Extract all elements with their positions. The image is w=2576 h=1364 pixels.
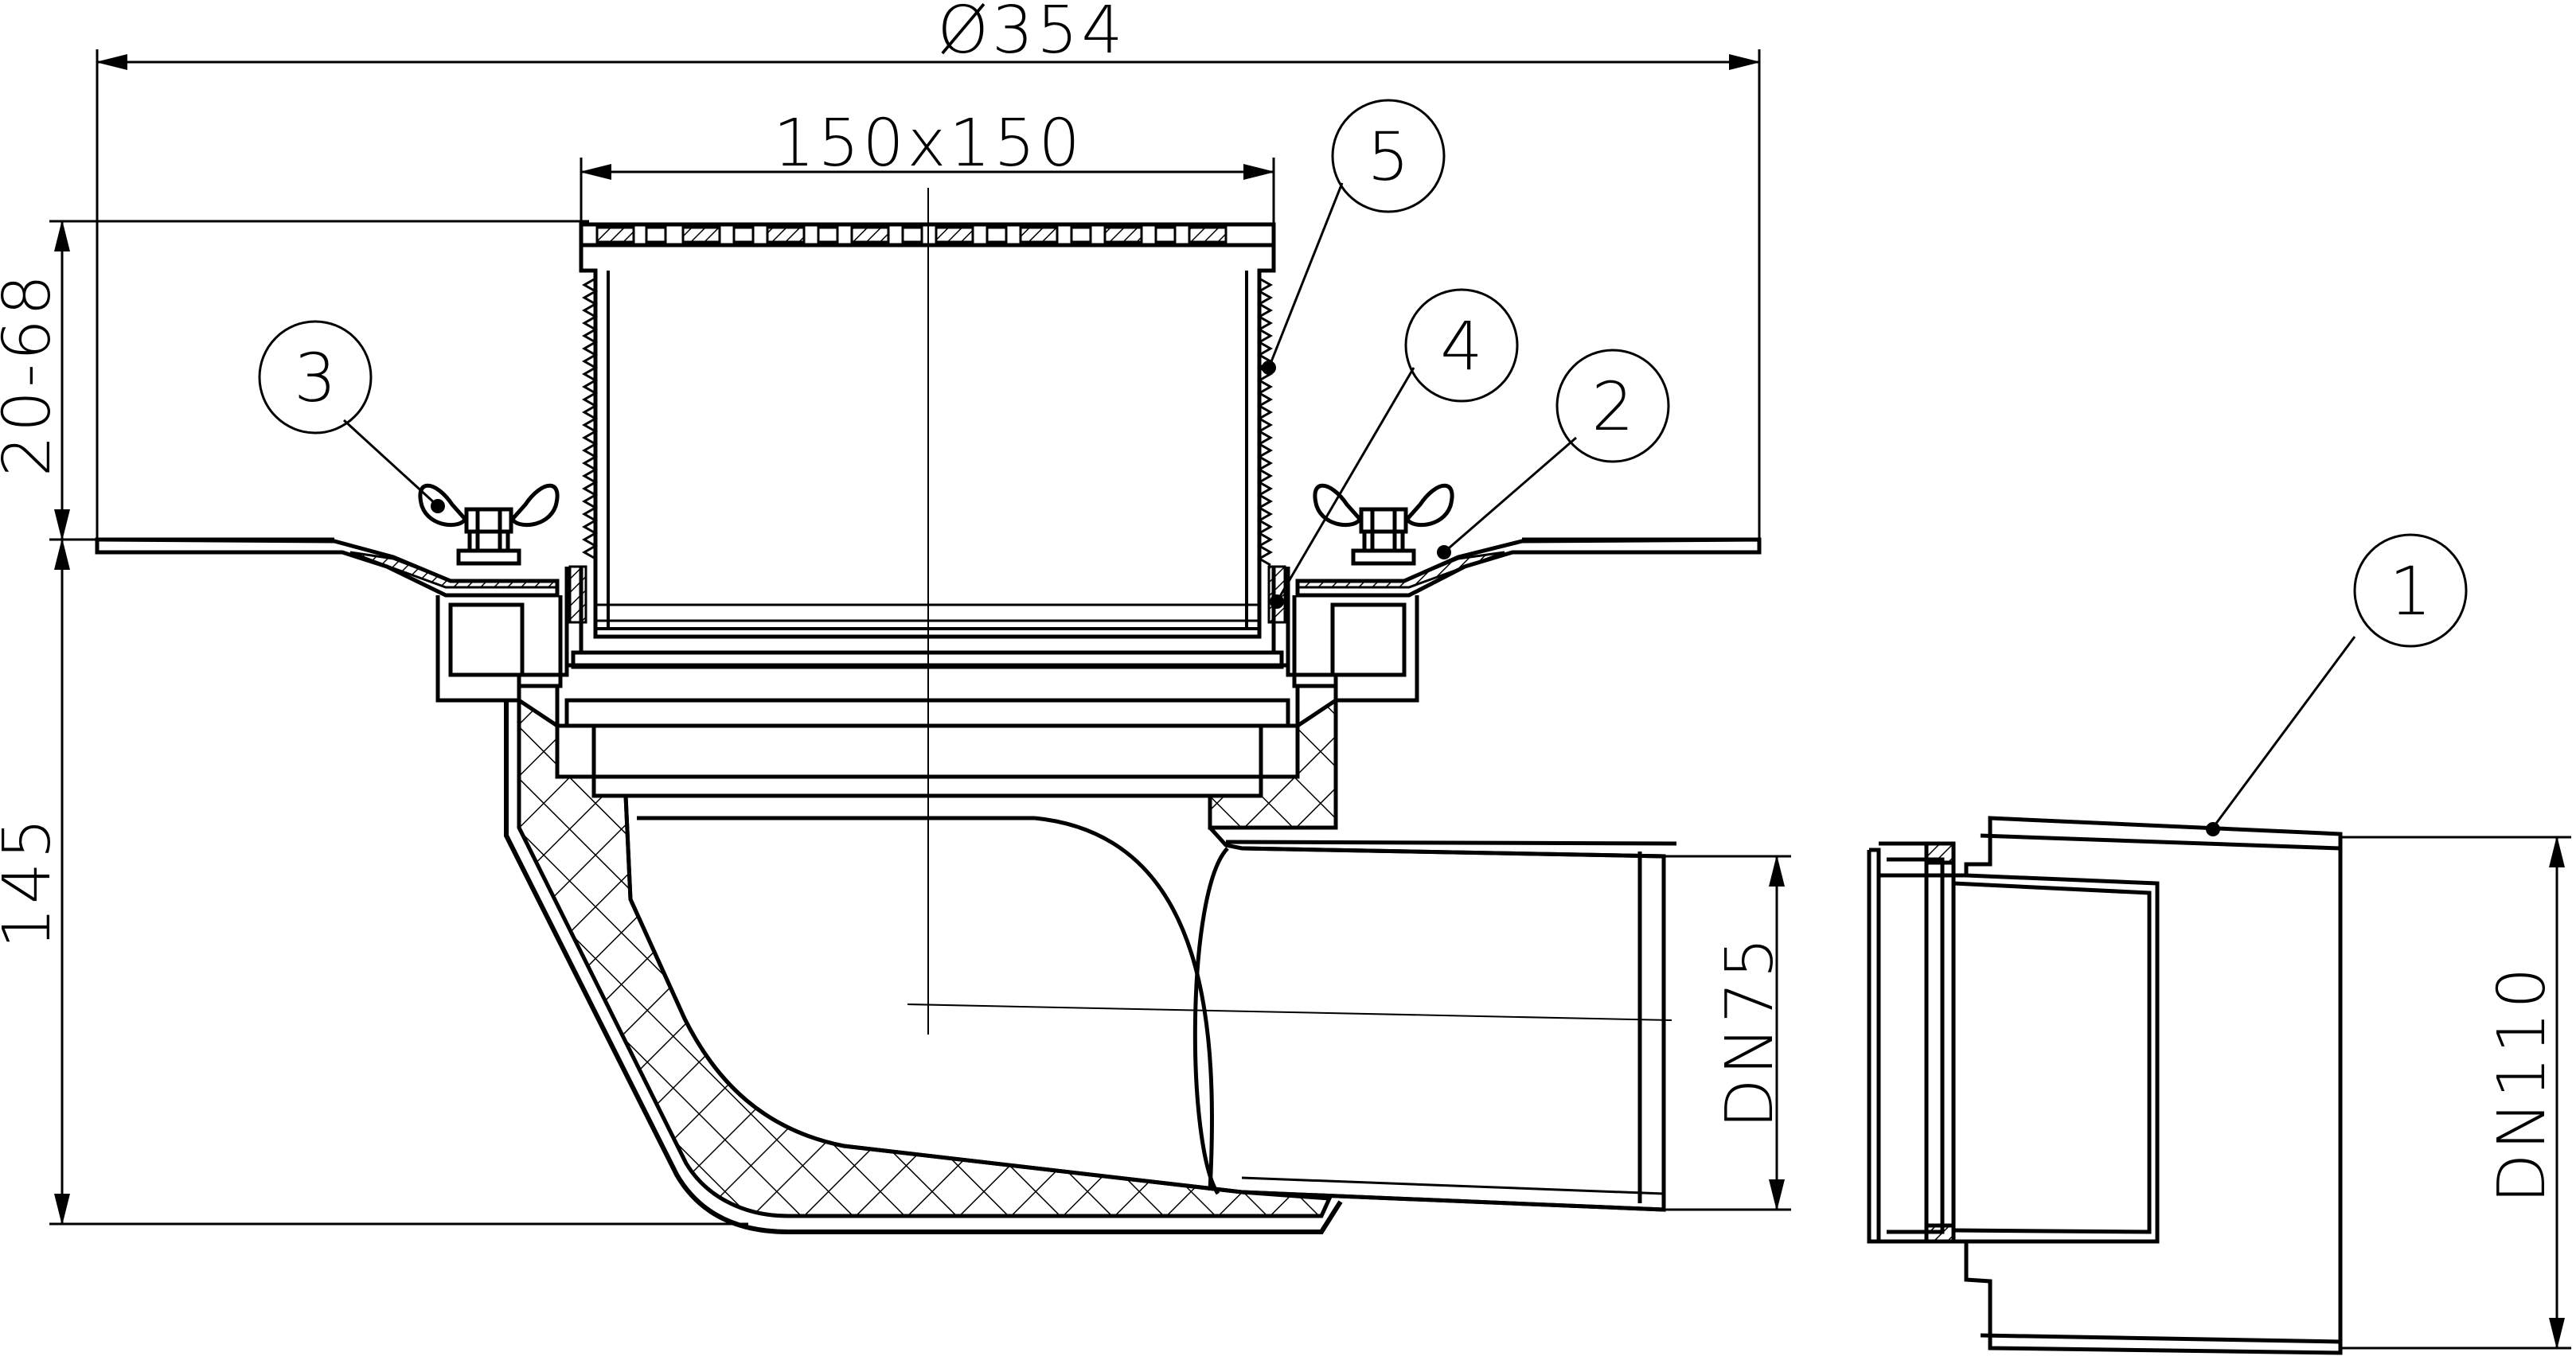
- drain-body: [504, 696, 1677, 1234]
- outlet-dn-label: DN75: [1712, 934, 1788, 1129]
- callout-label-1: 1: [2389, 552, 2431, 630]
- callout-label-4: 4: [1440, 307, 1482, 385]
- riser-thread-left: [581, 277, 599, 560]
- outlet-pipe-dn75: [1192, 840, 1677, 1212]
- callout-leaders: [342, 182, 2356, 828]
- callout-dots: [431, 360, 2220, 836]
- membrane-flange: [95, 537, 1762, 598]
- callout-circle-2: [1555, 349, 1670, 463]
- clamp-housing: [435, 595, 1419, 703]
- callout-circle-4: [1404, 288, 1519, 403]
- adapter-dn110: [1867, 816, 2343, 1355]
- callout-circle-5: [1331, 99, 1446, 213]
- grate-bars: [595, 226, 1228, 244]
- dimension-lines: [49, 49, 2571, 1350]
- callout-circles: [258, 99, 2468, 648]
- elbow-curve: [1034, 816, 1215, 1191]
- callout-circle-1: [2353, 533, 2468, 648]
- riser-thread-right: [1256, 277, 1274, 567]
- clamp-ring-hatched: [349, 551, 1505, 589]
- callout-circle-3: [258, 320, 373, 435]
- callout-label-3: 3: [294, 339, 336, 417]
- body-shell: [504, 700, 1343, 1234]
- diameter-dimension-label: Ø354: [937, 0, 1126, 68]
- wing-nut-right: [1313, 483, 1454, 566]
- seal-ring-left: [568, 565, 587, 624]
- height-adjust-dimension-label: 20-68: [0, 271, 65, 477]
- adapter-dn-label: DN110: [2484, 965, 2560, 1204]
- callout-label-2: 2: [1591, 368, 1633, 446]
- centre-lines: [907, 188, 1672, 1035]
- grate-size-dimension-label: 150x150: [773, 106, 1083, 181]
- callout-label-5: 5: [1367, 118, 1409, 196]
- wing-nut-left: [418, 483, 560, 566]
- body-height-dimension-label: 145: [0, 815, 65, 949]
